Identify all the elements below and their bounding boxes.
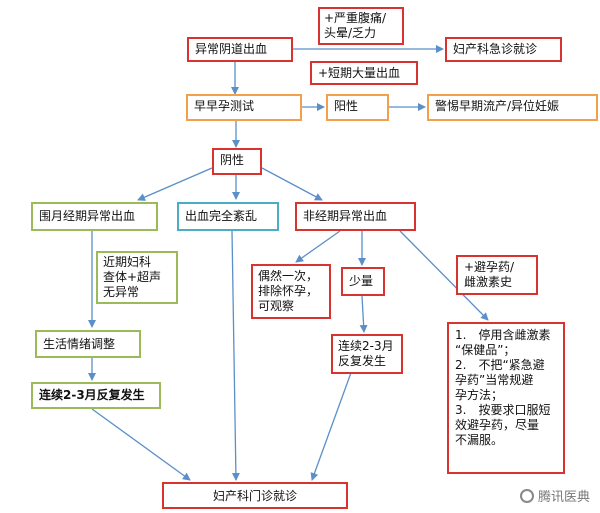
node-contraceptive: +避孕药/ 雌激素史 xyxy=(456,255,538,295)
node-perimenstrual: 围月经期异常出血 xyxy=(31,202,158,231)
node-chaotic: 出血完全紊乱 xyxy=(177,202,279,231)
node-repeat-2: 连续2-3月 反复发生 xyxy=(331,334,403,374)
watermark-logo-icon xyxy=(519,488,534,503)
arrow-repeat2-to-clinic xyxy=(310,369,353,481)
arrow-negative-to-perimenstrual xyxy=(137,167,213,201)
node-recent-exam: 近期妇科 查体+超声 无异常 xyxy=(96,251,178,304)
node-urgent-symptoms: +严重腹痛/ 头晕/乏力 xyxy=(318,7,404,45)
node-repeat-1: 连续2-3月反复发生 xyxy=(31,382,161,409)
node-gyn-clinic: 妇产科门诊就诊 xyxy=(162,482,348,509)
arrow-small-to-repeat2 xyxy=(359,295,368,333)
arrow-nonmenstrual-to-advice xyxy=(399,230,489,321)
node-abnormal-bleeding: 异常阴道出血 xyxy=(187,37,293,62)
node-small-amount: 少量 xyxy=(341,267,385,296)
node-lifestyle: 生活情绪调整 xyxy=(35,330,141,358)
arrow-nonmenstrual-to-occasional xyxy=(295,230,341,263)
node-alert-miscarriage: 警惕早期流产/异位妊娠 xyxy=(427,94,598,121)
node-gyn-emergency: 妇产科急诊就诊 xyxy=(445,37,562,62)
node-occasional: 偶然一次， 排除怀孕， 可观察 xyxy=(251,264,331,319)
watermark-text: 腾讯医典 xyxy=(537,490,590,505)
node-positive: 阳性 xyxy=(326,94,389,121)
arrow-repeat-to-clinic xyxy=(91,408,191,481)
node-pregnancy-test: 早早孕测试 xyxy=(186,94,302,121)
watermark: 腾讯医典 xyxy=(519,486,590,505)
arrow-chaotic-to-clinic xyxy=(231,230,240,481)
node-advice: 1. 停用含雌激素 “保健品”； 2. 不把“紧急避 孕药”当常规避 孕方法； … xyxy=(447,322,565,474)
node-nonmenstrual: 非经期异常出血 xyxy=(295,202,416,231)
arrow-negative-to-nonmenstrual xyxy=(261,167,323,201)
node-negative: 阴性 xyxy=(212,148,262,175)
node-heavy-bleeding: +短期大量出血 xyxy=(310,61,418,85)
